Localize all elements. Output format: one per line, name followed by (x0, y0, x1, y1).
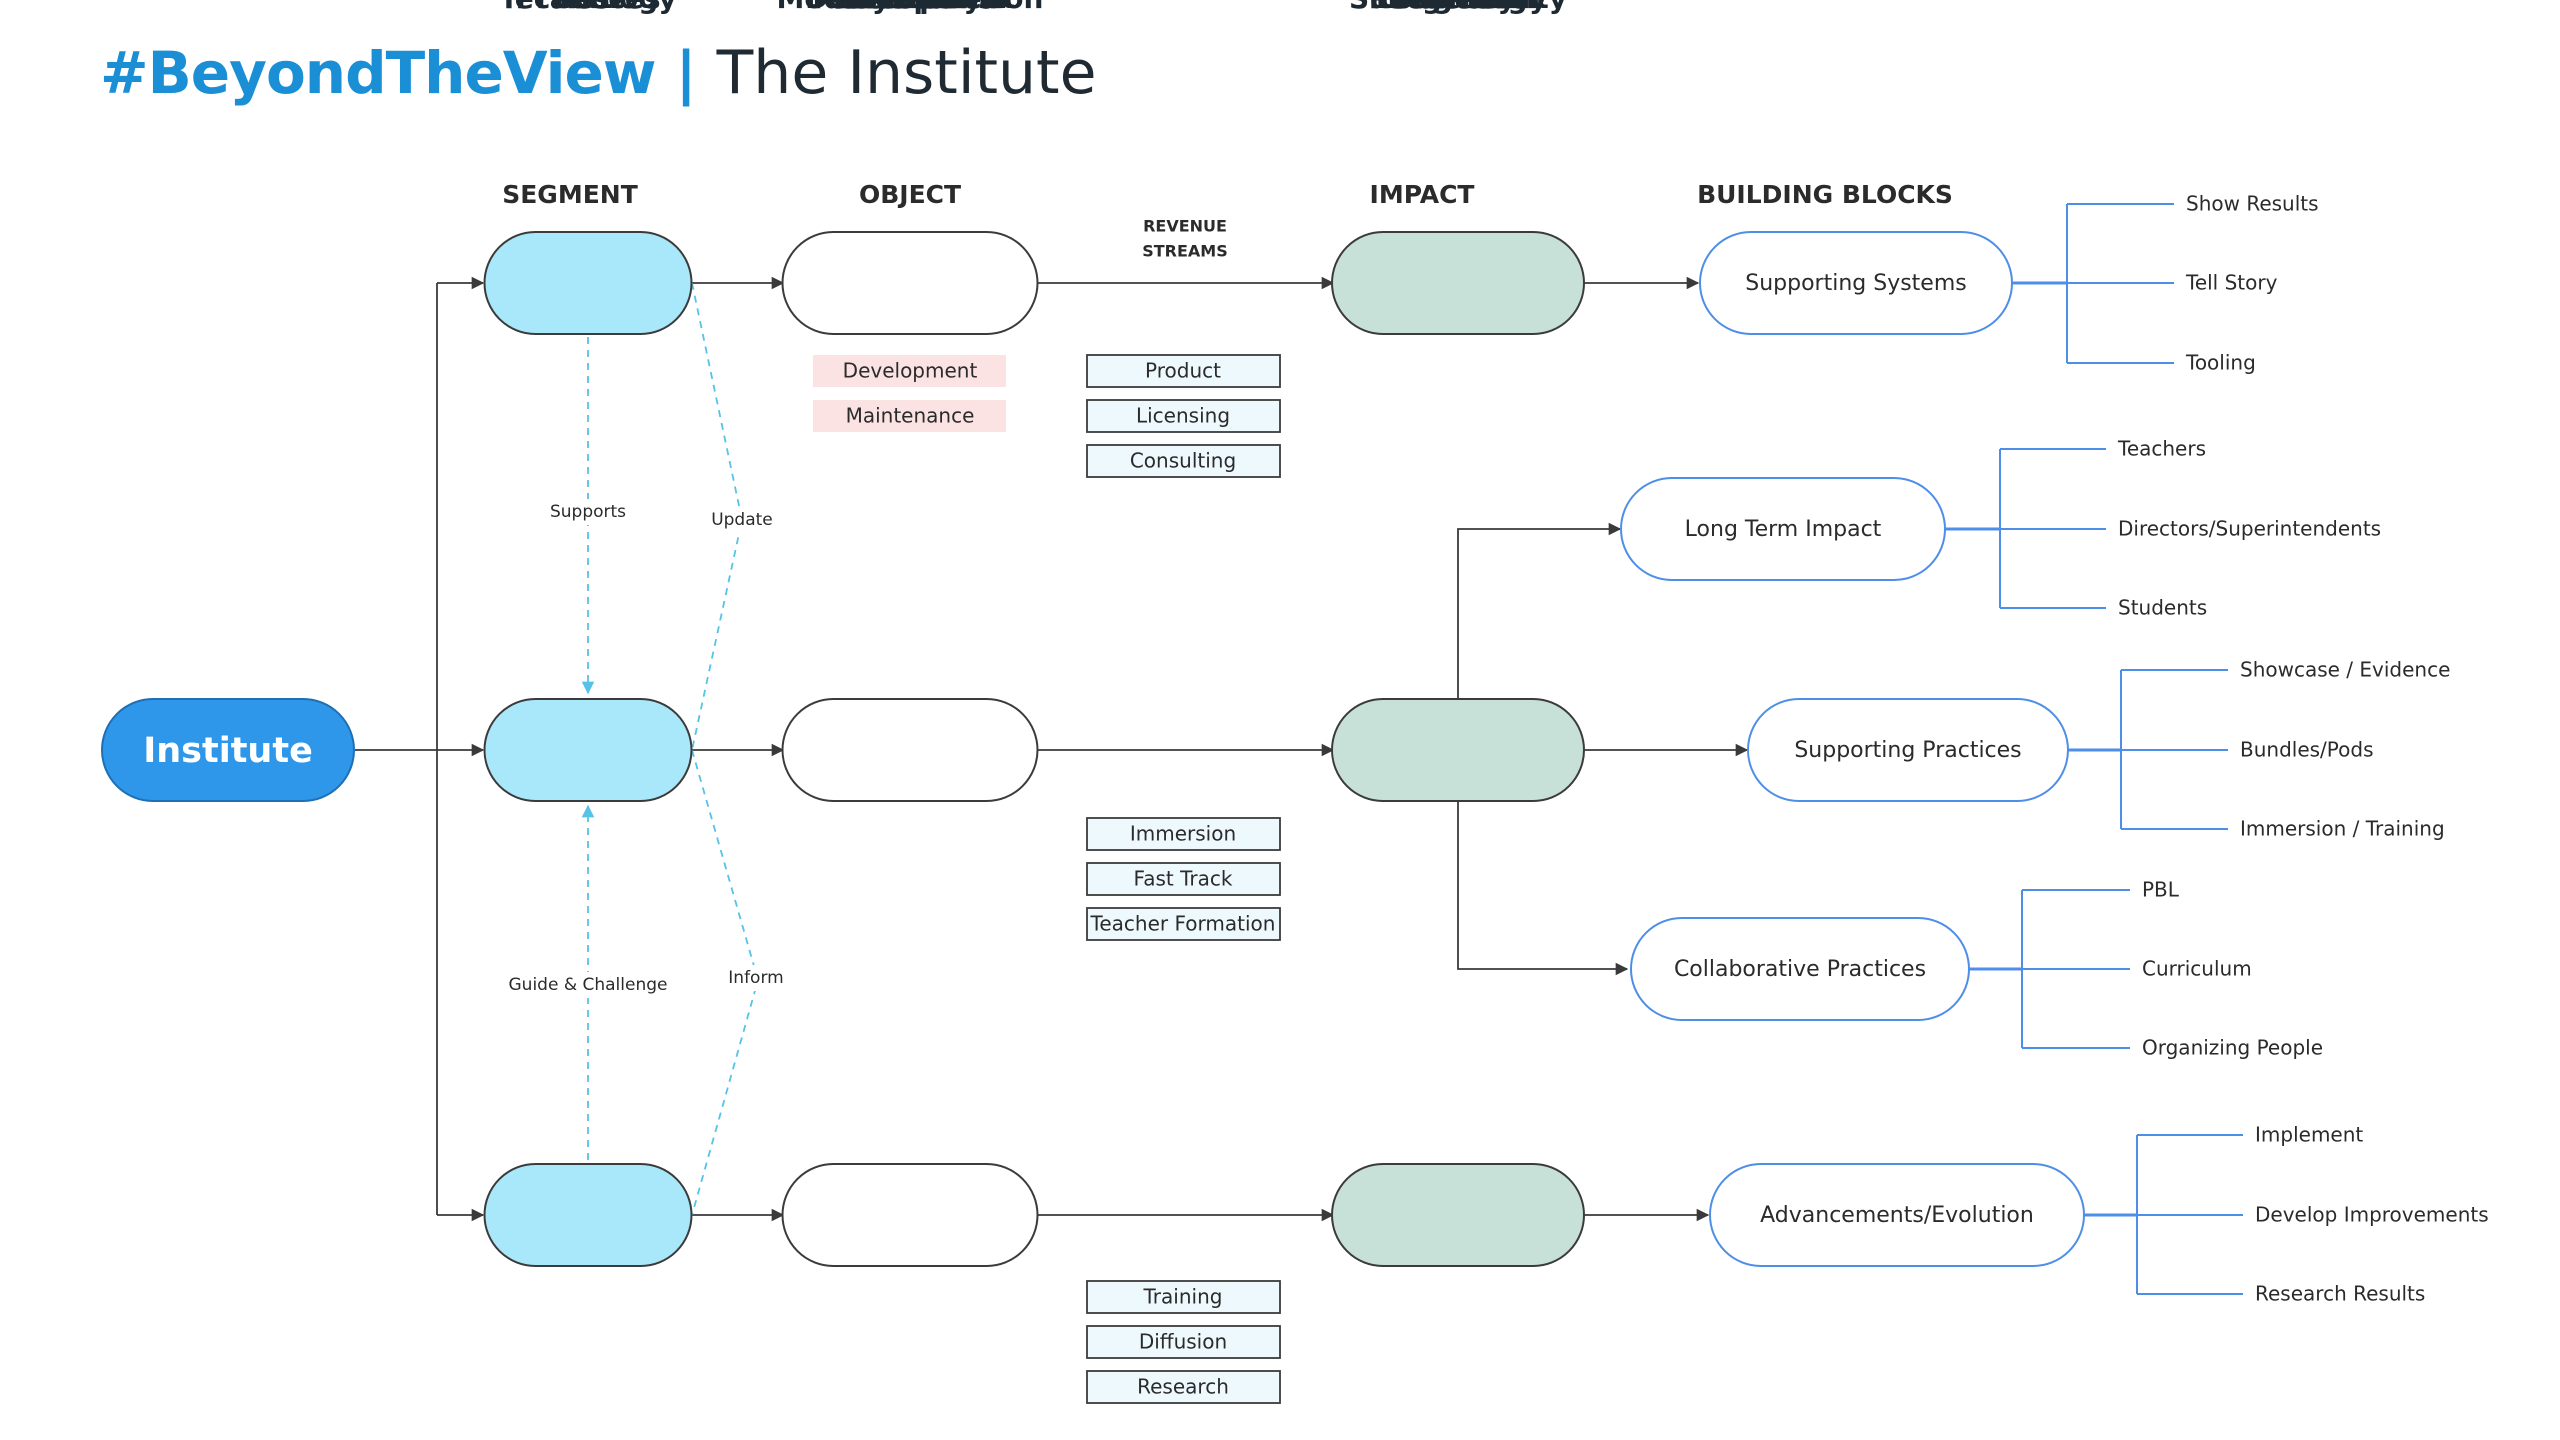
36: Practices (515, 0, 660, 15)
object-tag-label: Maintenance (846, 404, 975, 428)
revenue-tag-label: Consulting (1130, 449, 1236, 473)
building-block-label: Supporting Practices (1794, 738, 2021, 763)
revenue-tag-diffusion (1086, 1325, 1281, 1359)
hashtag-title: #BeyondTheView (100, 39, 656, 107)
link-label-bg (721, 965, 791, 991)
36: Recurrency (1369, 0, 1547, 15)
revenue-tag-label: Training (1143, 1285, 1223, 1309)
leaf-students: Students (2118, 596, 2207, 620)
link-label-bg (543, 499, 633, 525)
institute-title: The Institute (716, 38, 1097, 108)
block-arrow (1457, 801, 1629, 976)
header-revenue-streams: STREAMS (1142, 242, 1228, 261)
link-label-update: Update (711, 510, 773, 530)
connector-layer (355, 203, 2243, 1295)
leaf-tooling: Tooling (2185, 351, 2256, 375)
impact-node-long-term-recurrency[interactable] (1331, 1163, 1585, 1267)
leaf-develop-improvements: Develop Improvements (2255, 1203, 2489, 1227)
revenue-tag-immersion (1086, 817, 1281, 851)
36: Best (553, 0, 623, 15)
leaf-research-results: Research Results (2255, 1282, 2425, 1306)
link-label-bg (498, 972, 678, 998)
segment-node-technology[interactable] (483, 231, 693, 335)
36: Learning (1388, 0, 1527, 15)
revenue-tag-label: Product (1145, 359, 1221, 383)
revenue-tag-label: Diffusion (1139, 1330, 1227, 1354)
header-revenue-streams: REVENUE (1143, 217, 1227, 236)
36: R&D (553, 0, 622, 15)
link-label-supports: Supports (550, 502, 626, 522)
segment-node-best-practices[interactable] (483, 698, 693, 802)
leaf-directors-superintendents: Directors/Superintendents (2118, 517, 2381, 541)
object-node-system-software[interactable] (781, 231, 1039, 335)
building-block-collaborative-practices[interactable] (1630, 917, 1970, 1021)
header-segment: SEGMENT (502, 180, 638, 209)
revenue-tag-product (1086, 354, 1281, 388)
object-tag-label: Development (843, 359, 978, 383)
revenue-tag-training (1086, 1280, 1281, 1314)
revenue-tag-label: Research (1137, 1375, 1229, 1399)
36: Development (805, 0, 1015, 15)
leaf-showcase-evidence: Showcase / Evidence (2240, 658, 2450, 682)
revenue-tag-label: Teacher Formation (1090, 912, 1276, 936)
36: Sustainability (1349, 0, 1567, 15)
object-tag-maintenance (813, 400, 1006, 432)
header-impact: IMPACT (1370, 180, 1475, 209)
leaf-organizing-people: Organizing People (2142, 1036, 2323, 1060)
building-block-label: Supporting Systems (1745, 271, 1966, 296)
36: Model Expansion (777, 0, 1044, 15)
object-node-academy-model-expansion[interactable] (781, 1163, 1039, 1267)
title-separator: | (675, 39, 697, 107)
36: Software (839, 0, 982, 15)
36: Academy (838, 0, 982, 15)
building-block-label: Advancements/Evolution (1760, 1203, 2034, 1228)
impact-node-learning-agency[interactable] (1331, 698, 1585, 802)
node-layer (101, 231, 2085, 1404)
link-label-bg (707, 507, 777, 533)
leaf-show-results: Show Results (2186, 192, 2319, 216)
36: System (852, 0, 969, 15)
institute-label: Institute (143, 731, 313, 771)
revenue-tag-research (1086, 1370, 1281, 1404)
leaf-teachers: Teachers (2117, 437, 2206, 461)
revenue-tag-label: Immersion (1130, 822, 1236, 846)
page-title: #BeyondTheView | The Institute (100, 28, 1097, 118)
header-building-blocks: BUILDING BLOCKS (1697, 180, 1953, 209)
leaf-curriculum: Curriculum (2142, 957, 2252, 981)
leaf-pbl: PBL (2142, 878, 2180, 902)
object-tag-development (813, 355, 1006, 387)
revenue-tag-label: Licensing (1136, 404, 1230, 428)
building-block-supporting-practices[interactable] (1747, 698, 2069, 802)
revenue-tag-label: Fast Track (1134, 867, 1233, 891)
building-block-label: Collaborative Practices (1674, 957, 1926, 982)
link-label-inform: Inform (728, 968, 783, 988)
revenue-tag-teacher-formation (1086, 907, 1281, 941)
institute-node[interactable] (101, 698, 355, 802)
update-link (691, 282, 743, 751)
leaf-immersion-training: Immersion / Training (2240, 817, 2445, 841)
segment-node-r-d[interactable] (483, 1163, 693, 1267)
impact-node-evidence-sustainability[interactable] (1331, 231, 1585, 335)
leaf-bundles-pods: Bundles/Pods (2240, 738, 2374, 762)
36: Evidence (1387, 0, 1529, 15)
revenue-tag-licensing (1086, 399, 1281, 433)
leaf-implement: Implement (2255, 1123, 2363, 1147)
header-object: OBJECT (859, 180, 961, 209)
36: Professional (812, 0, 1007, 15)
building-block-advancements-evolution[interactable] (1709, 1163, 2085, 1267)
revenue-tag-consulting (1086, 444, 1281, 478)
revenue-tag-fast-track (1086, 862, 1281, 896)
link-label-guide-challenge: Guide & Challenge (509, 975, 668, 995)
36: Agency (1400, 0, 1516, 15)
36: Long Term (1376, 0, 1540, 15)
building-block-long-term-impact[interactable] (1620, 477, 1946, 581)
object-node-professional-development[interactable] (781, 698, 1039, 802)
label-layer: SEGMENT OBJECT REVENUE STREAMS IMPACT BUILDIN… (143, 0, 2488, 1399)
36: Technology (499, 0, 676, 15)
building-block-supporting-systems[interactable] (1699, 231, 2013, 335)
leaf-tell-story: Tell Story (2185, 271, 2278, 295)
block-arrow (1457, 522, 1622, 699)
building-block-label: Long Term Impact (1685, 517, 1882, 542)
